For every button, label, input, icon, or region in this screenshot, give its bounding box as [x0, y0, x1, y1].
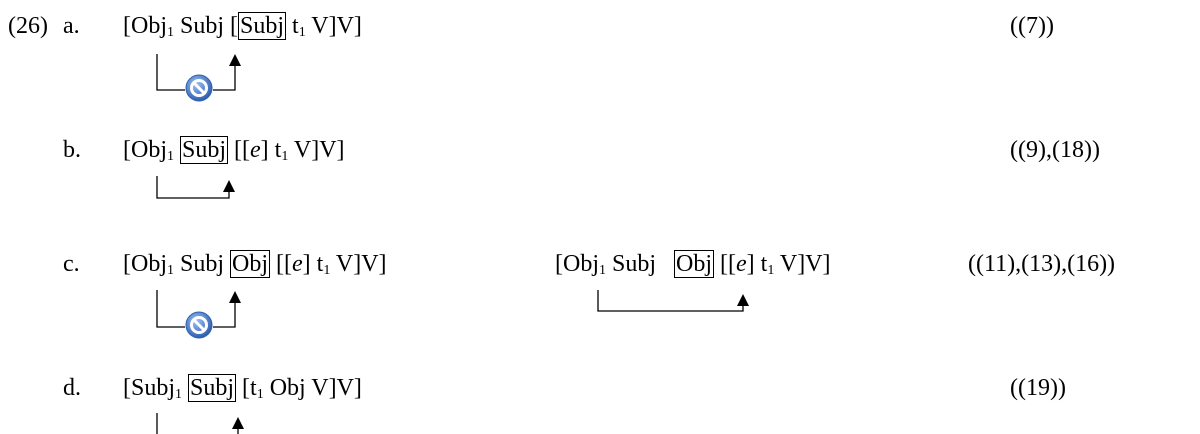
- boxed-obj: Obj: [230, 250, 271, 278]
- item-a-reference: ((7)): [1010, 13, 1054, 39]
- arrow-d: [156, 413, 244, 434]
- item-b-label: b.: [63, 137, 81, 163]
- item-c-reference: ((11),(13),(16)): [968, 251, 1116, 277]
- prohibition-icon: [185, 311, 213, 339]
- item-d-reference: ((19)): [1010, 375, 1066, 401]
- item-b-structure: [Obj1 Subj [[e] t1 V]V]: [123, 136, 345, 164]
- boxed-obj: Obj: [674, 250, 715, 278]
- boxed-subj: Subj: [180, 136, 229, 164]
- arrow-c-left: [156, 290, 241, 328]
- item-c-structure-left: [Obj1 Subj Obj [[e] t1 V]V]: [123, 250, 387, 278]
- item-a-label: a.: [63, 13, 80, 39]
- item-b-reference: ((9),(18)): [1010, 137, 1100, 163]
- boxed-subj: Subj: [188, 374, 237, 402]
- example-number: (26): [8, 13, 48, 39]
- prohibition-icon: [185, 74, 213, 102]
- item-d-structure: [Subj1 Subj [t1 Obj V]V]: [123, 374, 362, 402]
- boxed-subj: Subj: [238, 12, 287, 40]
- item-d-label: d.: [63, 375, 81, 401]
- item-c-structure-right: [Obj1 Subj Obj [[e] t1 V]V]: [555, 250, 831, 278]
- arrow-b: [156, 176, 235, 199]
- item-c-label: c.: [63, 251, 80, 277]
- item-a-structure: [Obj1 Subj [Subj t1 V]V]: [123, 12, 362, 40]
- arrow-c-right: [597, 290, 749, 312]
- arrow-a: [156, 54, 241, 91]
